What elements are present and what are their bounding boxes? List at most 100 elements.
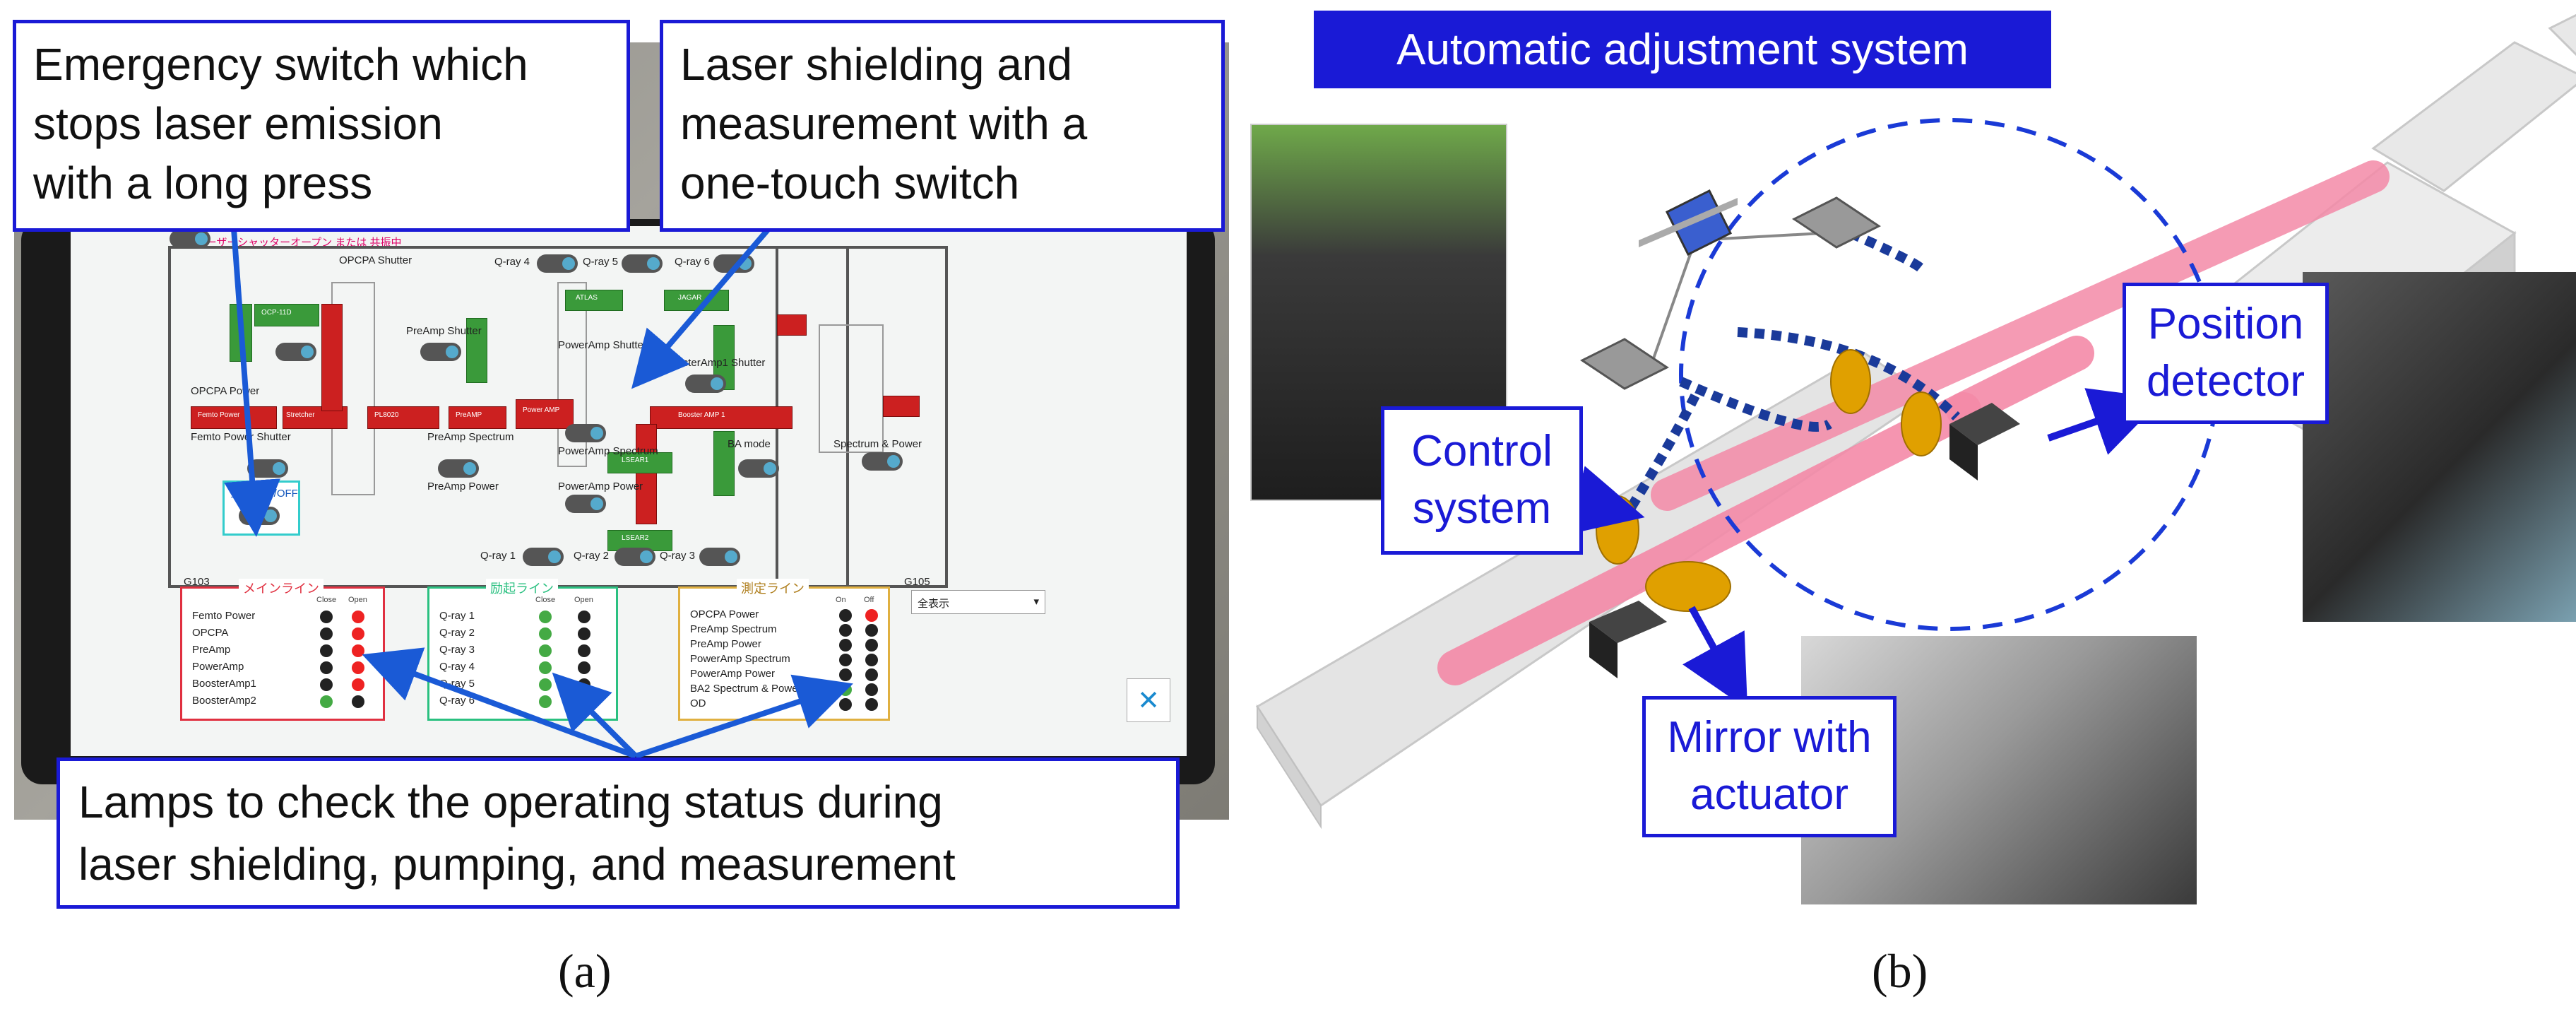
status-lamp: [839, 639, 852, 652]
status-row-label: BA2 Spectrum & Power: [690, 683, 802, 695]
module-jagar[interactable]: [664, 290, 729, 311]
callout-shielding-line-3: one-touch switch: [680, 158, 1020, 208]
label-qray5: Q-ray 5: [583, 256, 619, 268]
beamline-booster-amp-1[interactable]: [650, 406, 793, 429]
module-text-lsear1: LSEAR1: [622, 456, 649, 464]
measure-line-col-off: Off: [864, 596, 874, 604]
module-text-lsear2: LSEAR2: [622, 534, 649, 542]
beamline-text-femto: Femto Power: [198, 411, 240, 419]
label-preamp-spectrum: PreAmp Spectrum: [427, 431, 514, 443]
label-poweramp-shutter: PowerAmp Shutter: [558, 339, 647, 351]
status-row-label: OPCPA: [192, 627, 229, 639]
toggle-qray3[interactable]: [699, 548, 740, 566]
callout-lamps: Lamps to check the operating status duri…: [57, 757, 1180, 909]
module-atlas[interactable]: [565, 290, 623, 311]
status-lamp: [839, 609, 852, 622]
label-spectrum-power: Spectrum & Power: [833, 438, 922, 450]
label-control-line-1: Control: [1411, 427, 1553, 476]
beamline-power-amp[interactable]: [516, 399, 574, 429]
module-ocp[interactable]: [254, 304, 319, 326]
label-detector-line-1: Position: [2147, 300, 2304, 349]
display-dropdown-value: 全表示: [918, 598, 950, 610]
toggle-booster-shutter[interactable]: [685, 375, 726, 393]
label-qray3: Q-ray 3: [660, 550, 696, 562]
beamline-text-booster: Booster AMP 1: [678, 411, 725, 419]
label-mirror-actuator: Mirror with actuator: [1642, 696, 1897, 837]
toggle-qray4[interactable]: [537, 254, 578, 273]
measure-line-title: 測定ライン: [737, 579, 809, 597]
module-text-ocp: OCP-11D: [261, 309, 292, 317]
module-side-4[interactable]: [713, 431, 735, 496]
status-lamp: [839, 624, 852, 637]
caption-a: (a): [558, 944, 612, 998]
module-lsear1[interactable]: [607, 452, 672, 473]
label-position-detector: Position detector: [2123, 283, 2329, 424]
beamline-vertical-1[interactable]: [321, 304, 343, 411]
beamline-om[interactable]: [777, 314, 807, 336]
status-lamp: [352, 611, 364, 623]
status-row-label: PowerAmp: [192, 661, 244, 673]
pump-line-col-close: Close: [535, 596, 556, 604]
status-lamp: [320, 644, 333, 657]
status-lamp: [865, 624, 878, 637]
label-preamp-shutter: PreAmp Shutter: [406, 325, 482, 337]
beamline-preamp[interactable]: [449, 406, 506, 429]
pump-line-col-open: Open: [574, 596, 593, 604]
callout-emergency-line-1: Emergency switch which: [33, 39, 528, 90]
status-lamp: [352, 627, 364, 640]
toggle-qray1[interactable]: [523, 548, 564, 566]
toggle-preamp-shutter[interactable]: [420, 343, 461, 361]
toggle-spectrum-power[interactable]: [862, 452, 903, 471]
toggle-poweramp-power[interactable]: [565, 495, 606, 513]
status-lamp: [865, 654, 878, 666]
status-lamp: [320, 627, 333, 640]
status-row-label: PreAmp: [192, 644, 231, 656]
status-lamp: [539, 695, 552, 708]
status-lamp: [539, 611, 552, 623]
automatic-adjustment-title: Automatic adjustment system: [1314, 11, 2051, 88]
label-poweramp-power: PowerAmp Power: [558, 481, 643, 493]
caption-b: (b): [1872, 944, 1928, 998]
callout-emergency-line-3: with a long press: [33, 158, 373, 208]
beamline-pl8020[interactable]: [367, 406, 439, 429]
display-dropdown[interactable]: 全表示 ▾: [911, 590, 1045, 614]
toggle-qray5[interactable]: [622, 254, 663, 273]
label-qray4: Q-ray 4: [494, 256, 530, 268]
beamline-text-poweramp: Power AMP: [523, 406, 560, 414]
toggle-poweramp-spectrum[interactable]: [565, 424, 606, 442]
status-lamp: [352, 661, 364, 674]
beamline-vertical-2[interactable]: [636, 424, 657, 524]
beamline-ccd[interactable]: [883, 396, 920, 417]
status-lamp: [320, 611, 333, 623]
status-lamp: [320, 678, 333, 691]
toggle-opcpa-shutter[interactable]: [275, 343, 316, 361]
main-line-col-close: Close: [316, 596, 337, 604]
status-row-label: PowerAmp Power: [690, 668, 776, 680]
panel-a-arrows: [224, 217, 853, 759]
status-lamp: [578, 661, 590, 674]
module-side-2[interactable]: [466, 318, 487, 383]
expand-icon[interactable]: ✕: [1127, 678, 1170, 722]
module-text-atlas: ATLAS: [576, 294, 598, 302]
status-lamp: [865, 639, 878, 652]
toggle-on-top[interactable]: [170, 230, 210, 248]
status-row-label: Q-ray 3: [439, 644, 475, 656]
status-lamp: [539, 678, 552, 691]
toggle-preamp-power[interactable]: [438, 459, 479, 478]
toggle-qray2[interactable]: [615, 548, 655, 566]
status-lamp: [839, 654, 852, 666]
status-lamp: [865, 683, 878, 696]
status-row-label: Q-ray 2: [439, 627, 475, 639]
status-row-label: OPCPA Power: [690, 608, 759, 620]
beamline-text-preamp: PreAMP: [456, 411, 482, 419]
status-row-label: Q-ray 6: [439, 695, 475, 707]
status-lamp: [352, 678, 364, 691]
status-lamp: [578, 611, 590, 623]
label-control-system: Control system: [1381, 406, 1583, 555]
toggle-ba-mode[interactable]: [738, 459, 779, 478]
status-row-label: BoosterAmp1: [192, 678, 256, 690]
beamline-femto-power[interactable]: [191, 406, 277, 429]
callout-lamps-line-2: laser shielding, pumping, and measuremen…: [78, 839, 956, 890]
